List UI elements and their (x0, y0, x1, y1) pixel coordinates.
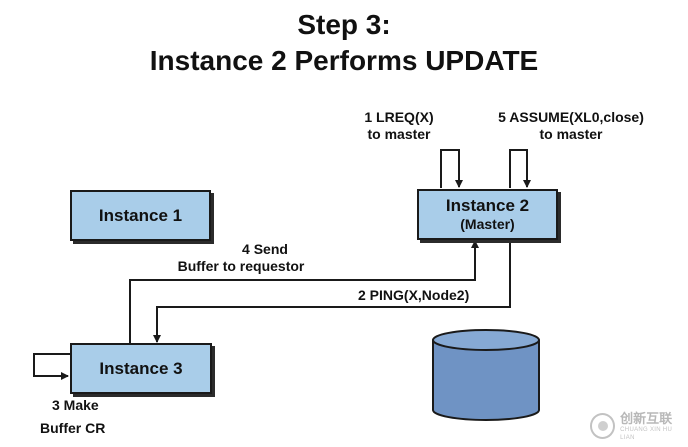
instance-2-node: Instance 2 (Master) (417, 189, 558, 240)
assume-loop-arrow (509, 149, 531, 188)
send-buffer-label: 4 Send Buffer to requestor (158, 241, 324, 275)
make-cr-label: 3 Make Buffer CR (40, 397, 130, 437)
watermark-logo-icon (590, 413, 616, 439)
assume-label: 5 ASSUME(XL0,close) to master (478, 109, 664, 143)
ping-label: 2 PING(X,Node2) (358, 287, 470, 303)
make-cr-loop-arrow (33, 353, 70, 380)
instance-3-label: Instance 3 (99, 358, 183, 378)
lreq-label-line2: to master (367, 126, 431, 142)
watermark-text-cn: 创新互联 (620, 410, 673, 426)
assume-label-line2: to master (539, 126, 603, 142)
lreq-label-line1: 1 LREQ(X) (364, 109, 434, 125)
send-buffer-label-line2: Buffer to requestor (177, 258, 305, 274)
instance-1-label: Instance 1 (98, 205, 183, 225)
watermark-text-en: CHUANG XIN HU LIAN (620, 426, 673, 441)
slide-title-line1: Step 3: (297, 9, 391, 40)
lreq-label: 1 LREQ(X) to master (354, 109, 444, 143)
ping-arrow (153, 238, 511, 343)
slide-title-line2: Instance 2 Performs UPDATE (149, 45, 539, 76)
send-buffer-arrow (129, 240, 479, 343)
assume-label-line1: 5 ASSUME(XL0,close) (498, 109, 644, 125)
database-cylinder-icon (432, 329, 540, 421)
instance-2-master-label: (Master) (460, 216, 515, 232)
make-cr-label-line2: Buffer CR (40, 420, 106, 436)
lreq-loop-arrow (440, 149, 463, 188)
make-cr-label-line1: 3 Make (52, 397, 99, 413)
send-buffer-label-line1: 4 Send (242, 241, 288, 257)
instance-3-node: Instance 3 (70, 343, 212, 394)
instance-2-label: Instance 2 (445, 196, 530, 215)
watermark: 创新互联 CHUANG XIN HU LIAN (590, 408, 686, 444)
instance-1-node: Instance 1 (70, 190, 211, 241)
